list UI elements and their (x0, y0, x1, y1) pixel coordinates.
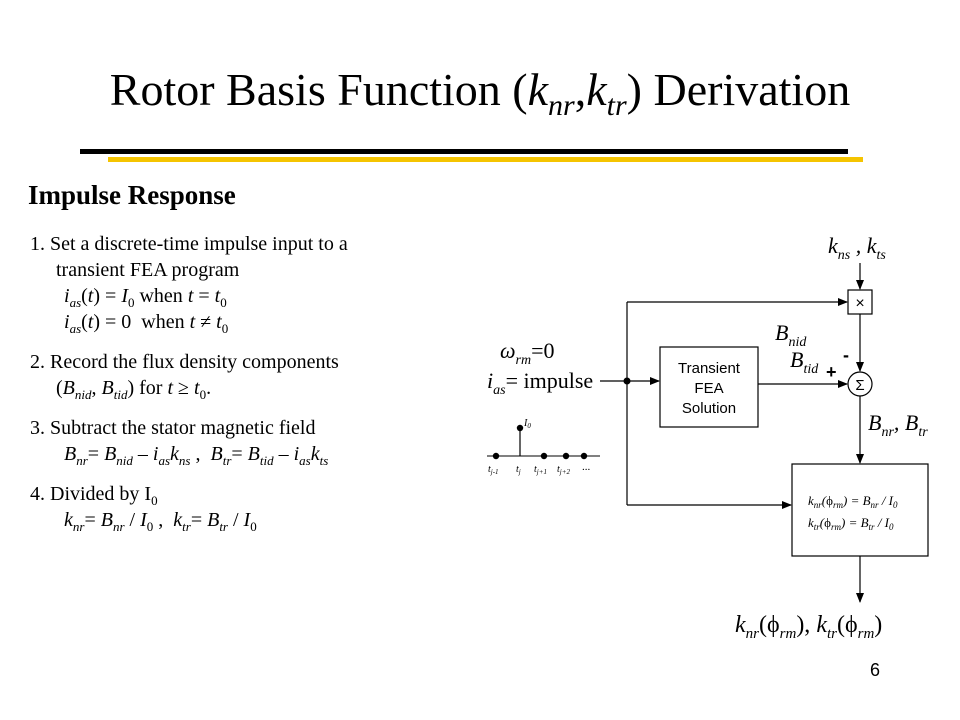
equation-subtract: Bnr= Bnid – iaskns , Btr= Btid – iaskts (64, 443, 329, 468)
label-kns-kts: kns , kts (828, 233, 886, 263)
page-title: Rotor Basis Function (knr,ktr) Derivatio… (109, 64, 851, 122)
label-bnr-btr: Bnr, Btr (868, 410, 928, 440)
plus-sign: + (826, 362, 837, 382)
svg-text:I0: I0 (523, 418, 531, 430)
multiply-symbol: × (855, 295, 864, 312)
step-2: 2. Record the flux density components (B… (30, 349, 470, 401)
equation-record: (Bnid, Btid) for t ≥ t0. (56, 377, 212, 402)
svg-text:tj+1: tj+1 (534, 464, 547, 476)
output-label: knr(ϕrm), ktr(ϕrm) (735, 612, 882, 642)
fea-line-3: Solution (682, 400, 736, 417)
block-eq-ktr: ktr(ϕrm) = Btr / I0 (808, 515, 894, 532)
label-omega-rm: ωrm=0 (500, 338, 555, 368)
minus-sign: - (843, 345, 849, 365)
impulse-stem-plot: I0 tj-1 tj tj+1 tj+2 ... (487, 418, 600, 476)
page-number: 6 (870, 660, 881, 680)
fea-line-1: Transient (678, 360, 741, 377)
svg-text:tj: tj (516, 464, 521, 476)
fea-line-2: FEA (694, 380, 723, 397)
basis-function-block (791, 463, 929, 557)
section-heading: Impulse Response (28, 180, 236, 210)
equation-divide: knr= Bnr / I0 , ktr= Btr / I0 (64, 509, 257, 534)
step-1: 1. Set a discrete-time impulse input to … (30, 231, 470, 335)
block-eq-knr: knr(ϕrm) = Bnr / I0 (808, 493, 898, 510)
svg-text:...: ... (582, 461, 591, 473)
label-bnid: Bnid (775, 320, 807, 350)
svg-text:tj-1: tj-1 (488, 464, 499, 476)
fea-block (659, 346, 759, 428)
label-ias-impulse: ias= impulse (487, 368, 593, 398)
equation-ias-t0: ias(t) = I0 when t = t0 (64, 285, 227, 310)
step-4: 4. Divided by I0 knr= Bnr / I0 , ktr= Bt… (30, 481, 470, 533)
sum-symbol: Σ (855, 377, 864, 394)
title-rule-black (80, 149, 848, 154)
junction-dot (623, 377, 631, 385)
title-rule-gold (108, 157, 863, 162)
label-btid: Btid (790, 347, 819, 377)
steps-list: 1. Set a discrete-time impulse input to … (30, 231, 470, 533)
equation-ias-zero: ias(t) = 0 when t ≠ t0 (64, 311, 229, 336)
svg-text:tj+2: tj+2 (557, 464, 570, 476)
step-3: 3. Subtract the stator magnetic field Bn… (30, 415, 470, 467)
